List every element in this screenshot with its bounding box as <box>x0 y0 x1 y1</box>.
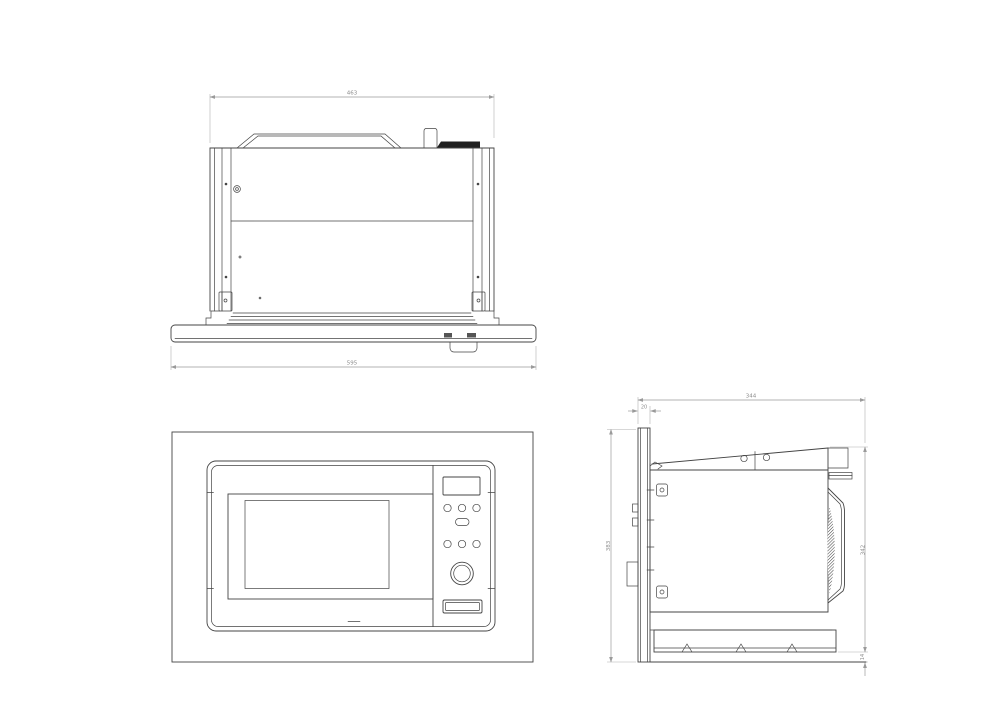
junction-box <box>449 341 478 353</box>
dimension-label-depth: 344 <box>746 394 757 400</box>
frame-latch-right <box>467 333 476 338</box>
frame-tab-lower <box>632 517 639 527</box>
top-view: 463 <box>170 91 537 370</box>
base-assembly <box>649 629 867 663</box>
front-edge-ticks <box>646 489 655 571</box>
door-window-glass <box>244 500 390 589</box>
side-view: 344 20 383 342 14 <box>606 394 868 676</box>
foot-mark <box>786 643 798 653</box>
rear-top-step <box>827 447 849 469</box>
trim-frame-front <box>171 431 534 663</box>
left-frame-bracket <box>205 310 221 326</box>
control-panel <box>442 476 483 614</box>
button-row-2 <box>443 539 481 549</box>
door-side-profile <box>827 487 845 604</box>
screw-holes <box>224 182 480 300</box>
foot-mark <box>681 643 693 653</box>
top-view-frame-width-dimension: 595 <box>170 346 537 370</box>
side-view-bottom-clearance-dimension: 14 <box>838 654 868 676</box>
dimension-label-body-width: 463 <box>347 91 358 97</box>
door-open-button <box>442 599 483 614</box>
top-vent-slope <box>651 447 829 465</box>
top-cover-emboss <box>236 133 402 149</box>
door-window-frame <box>227 493 434 600</box>
side-view-frame-thickness-dimension: 20 <box>628 405 661 424</box>
display <box>442 476 481 496</box>
side-view-depth-dimension: 344 <box>637 394 866 443</box>
front-trim-ring-outer <box>206 460 496 632</box>
base-stack <box>226 312 478 324</box>
frame-handle-block <box>626 561 639 587</box>
pill-button <box>455 518 470 526</box>
hinge-marks <box>206 492 495 589</box>
dimension-label-overall-height: 383 <box>606 540 612 551</box>
top-view-width-dimension: 463 <box>209 91 495 143</box>
right-frame-bracket <box>484 310 500 326</box>
trim-frame-top <box>170 324 537 353</box>
dimension-label-body-height: 342 <box>861 545 867 556</box>
cable-bushing <box>423 128 438 149</box>
frame-latch-left <box>444 333 452 338</box>
top-view-body <box>205 128 500 326</box>
control-dial <box>450 561 474 586</box>
dimension-label-bottom-clearance: 14 <box>860 654 866 660</box>
frame-tab-upper <box>632 503 639 513</box>
side-mounting-brackets <box>656 483 668 599</box>
side-view-body <box>646 447 867 663</box>
door <box>227 465 434 627</box>
door-mesh-section <box>827 506 835 594</box>
side-view-body-height-dimension: 342 <box>830 446 868 653</box>
button-row-1 <box>443 503 481 513</box>
front-trim-ring-inner <box>211 465 491 627</box>
mounting-feet <box>218 291 486 312</box>
front-view <box>171 431 534 663</box>
vent-grille <box>437 141 480 148</box>
trim-frame-side <box>626 427 651 663</box>
foot-mark <box>735 643 747 653</box>
side-view-overall-height-dimension: 383 <box>606 429 636 663</box>
dimension-label-frame-thickness: 20 <box>641 405 647 411</box>
dimension-label-frame-width: 595 <box>347 361 358 367</box>
